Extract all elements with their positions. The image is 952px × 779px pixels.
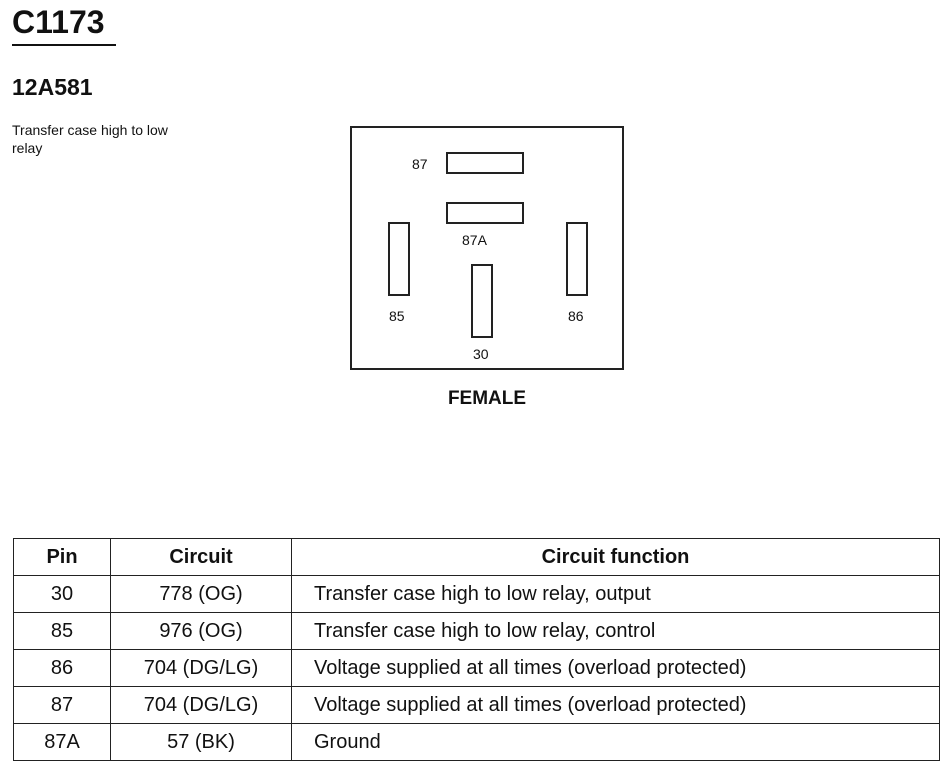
pin-label-30: 30: [473, 346, 489, 362]
terminal-85: [388, 222, 410, 296]
table-row: 86 704 (DG/LG) Voltage supplied at all t…: [13, 649, 940, 687]
table-row: 87 704 (DG/LG) Voltage supplied at all t…: [13, 686, 940, 724]
header-circuit-function: Circuit function: [291, 538, 940, 576]
cell-pin: 87A: [13, 723, 111, 761]
pin-label-87a: 87A: [462, 232, 487, 248]
cell-function: Voltage supplied at all times (overload …: [291, 686, 940, 724]
connector-id: C1173: [12, 4, 105, 40]
cell-pin: 30: [13, 575, 111, 613]
cell-circuit: 778 (OG): [110, 575, 292, 613]
connector-description: Transfer case high to low relay: [12, 122, 168, 156]
pin-label-86: 86: [568, 308, 584, 324]
cell-circuit: 704 (DG/LG): [110, 649, 292, 687]
connector-gender-label: FEMALE: [447, 388, 527, 409]
pin-label-85: 85: [389, 308, 405, 324]
terminal-30: [471, 264, 493, 338]
cell-circuit: 704 (DG/LG): [110, 686, 292, 724]
cell-pin: 87: [13, 686, 111, 724]
connector-face-diagram: 87 87A 85 86 30: [350, 126, 624, 370]
part-number: 12A581: [12, 74, 93, 100]
terminal-87a: [446, 202, 524, 224]
cell-circuit: 976 (OG): [110, 612, 292, 650]
cell-pin: 86: [13, 649, 111, 687]
table-row: 85 976 (OG) Transfer case high to low re…: [13, 612, 940, 650]
cell-function: Ground: [291, 723, 940, 761]
table-header-row: Pin Circuit Circuit function: [13, 538, 940, 576]
cell-function: Transfer case high to low relay, output: [291, 575, 940, 613]
cell-pin: 85: [13, 612, 111, 650]
cell-function: Voltage supplied at all times (overload …: [291, 649, 940, 687]
header-pin: Pin: [13, 538, 111, 576]
terminal-86: [566, 222, 588, 296]
cell-circuit: 57 (BK): [110, 723, 292, 761]
table-row: 87A 57 (BK) Ground: [13, 723, 940, 761]
terminal-87: [446, 152, 524, 174]
header-circuit: Circuit: [110, 538, 292, 576]
title-underline: [12, 44, 116, 46]
pin-label-87: 87: [412, 156, 428, 172]
cell-function: Transfer case high to low relay, control: [291, 612, 940, 650]
pinout-table: Pin Circuit Circuit function 30 778 (OG)…: [13, 538, 940, 761]
table-row: 30 778 (OG) Transfer case high to low re…: [13, 575, 940, 613]
